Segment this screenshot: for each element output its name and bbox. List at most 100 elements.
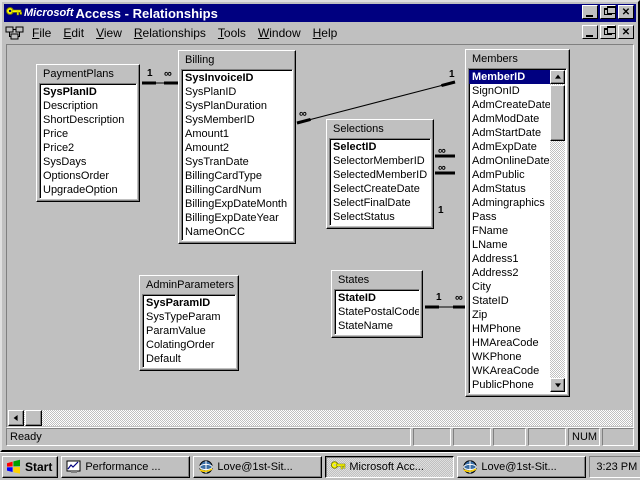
field-item[interactable]: AdmCreateDate <box>472 99 551 111</box>
field-item[interactable]: Price <box>43 128 69 140</box>
field-item[interactable]: Address1 <box>472 253 519 265</box>
field-item[interactable]: WKPhone <box>472 351 522 363</box>
field-item[interactable]: StateID <box>472 295 509 307</box>
field-item[interactable]: WKAreaCode <box>472 365 540 377</box>
field-item[interactable]: BillingCardNum <box>185 184 262 196</box>
start-button[interactable]: Start <box>2 455 59 478</box>
scroll-up-arrow-icon[interactable] <box>550 70 565 84</box>
scroll-down-arrow-icon[interactable] <box>550 378 565 392</box>
menu-relationships[interactable]: Relationships <box>133 26 206 40</box>
field-item[interactable]: NameOnCC <box>185 226 245 238</box>
field-item[interactable]: SelectedMemberID <box>333 169 428 181</box>
field-item[interactable]: SysDays <box>43 156 87 168</box>
field-item[interactable]: HMPhone <box>472 323 521 335</box>
field-item[interactable]: SysMemberID <box>185 114 255 126</box>
field-item[interactable]: Address2 <box>472 267 519 279</box>
scroll-left-arrow-icon[interactable] <box>8 410 24 426</box>
taskbar-button[interactable]: Love@1st-Sit... <box>193 455 323 478</box>
field-item[interactable]: SelectID <box>333 141 377 153</box>
field-item[interactable]: AdmStartDate <box>472 127 542 139</box>
field-item[interactable]: Admingraphics <box>472 197 545 209</box>
scrollbar-track[interactable] <box>550 84 565 378</box>
field-item[interactable]: AdmModDate <box>472 113 540 125</box>
relationship-line[interactable] <box>296 81 456 124</box>
scrollbar-thumb[interactable] <box>550 85 565 141</box>
field-item[interactable]: StateName <box>338 320 394 332</box>
taskbar-clock[interactable]: 3:23 PM <box>589 455 640 478</box>
start-label: Start <box>25 459 53 474</box>
menu-help[interactable]: Help <box>312 26 338 40</box>
field-item[interactable]: SelectStatus <box>333 211 395 223</box>
field-item[interactable]: HMAreaCode <box>472 337 539 349</box>
horizontal-scroll-thumb[interactable] <box>25 410 42 426</box>
field-item[interactable]: ParamValue <box>146 325 206 337</box>
menu-window[interactable]: Window <box>257 26 301 40</box>
field-item[interactable]: LName <box>472 239 508 251</box>
field-list[interactable]: SelectID SelectorMemberID SelectedMemberID… <box>329 138 431 226</box>
field-item[interactable]: SysTranDate <box>185 156 249 168</box>
field-item[interactable]: StatePostalCode <box>338 306 420 318</box>
field-item[interactable]: AdmOnlineDate <box>472 155 550 167</box>
field-item[interactable]: UpgradeOption <box>43 184 118 196</box>
field-item[interactable]: BillingCardType <box>185 170 263 182</box>
taskbar-button[interactable]: Microsoft Acc... <box>325 455 455 478</box>
taskbar-button[interactable]: Love@1st-Sit... <box>457 455 587 478</box>
field-item[interactable]: SysTypeParam <box>146 311 221 323</box>
taskbar-buttons: Performance ...Love@1st-Sit...Microsoft … <box>61 455 589 478</box>
field-item[interactable]: Amount1 <box>185 128 230 140</box>
field-item[interactable]: Default <box>146 353 181 365</box>
field-item[interactable]: BillingExpDateMonth <box>185 198 288 210</box>
taskbar-button[interactable]: Performance ... <box>61 455 191 478</box>
field-item[interactable]: Amount2 <box>185 142 230 154</box>
minimize-button[interactable] <box>582 5 598 19</box>
field-item[interactable]: AdmExpDate <box>472 141 537 153</box>
field-item[interactable]: SelectFinalDate <box>333 197 411 209</box>
field-item[interactable]: SysPlanID <box>43 86 97 98</box>
field-item[interactable]: Description <box>43 100 99 112</box>
menu-view[interactable]: View <box>96 26 122 40</box>
field-item[interactable]: ShortDescription <box>43 114 125 126</box>
field-item[interactable]: SysInvoiceID <box>185 72 254 84</box>
field-item[interactable]: Price2 <box>43 142 75 154</box>
horizontal-scrollbar[interactable] <box>8 410 632 426</box>
child-minimize-button[interactable] <box>582 25 598 39</box>
menu-file[interactable]: File <box>32 26 52 40</box>
field-item[interactable]: OptionsOrder <box>43 170 110 182</box>
field-item[interactable]: SysPlanDuration <box>185 100 267 112</box>
child-restore-button[interactable] <box>600 25 616 39</box>
field-list-scrollbar[interactable] <box>550 70 565 392</box>
field-item[interactable]: Zip <box>472 309 488 321</box>
restore-button[interactable] <box>600 5 616 19</box>
field-item[interactable]: StateID <box>338 292 376 304</box>
field-item[interactable]: SelectorMemberID <box>333 155 425 167</box>
menu-edit[interactable]: Edit <box>63 26 85 40</box>
field-item[interactable]: PublicPhone <box>472 379 534 391</box>
field-item[interactable]: BillingExpDateYear <box>185 212 279 224</box>
field-item[interactable]: ColatingOrder <box>146 339 215 351</box>
field-item[interactable]: AdmStatus <box>472 183 526 195</box>
field-item[interactable]: SysParamID <box>146 297 211 309</box>
field-item[interactable]: SelectCreateDate <box>333 183 420 195</box>
field-item[interactable]: FName <box>472 225 509 237</box>
field-item[interactable]: City <box>472 281 491 293</box>
field-item[interactable]: SignOnID <box>472 85 520 97</box>
field-item[interactable]: AdmPublic <box>472 169 525 181</box>
field-item[interactable]: SysPlanID <box>185 86 237 98</box>
menu-tools[interactable]: Tools <box>217 26 246 40</box>
close-button[interactable]: ✕ <box>618 5 634 19</box>
field-item[interactable]: MemberID <box>469 70 550 84</box>
field-item[interactable]: Pass <box>472 211 497 223</box>
child-close-button[interactable]: ✕ <box>618 25 634 39</box>
